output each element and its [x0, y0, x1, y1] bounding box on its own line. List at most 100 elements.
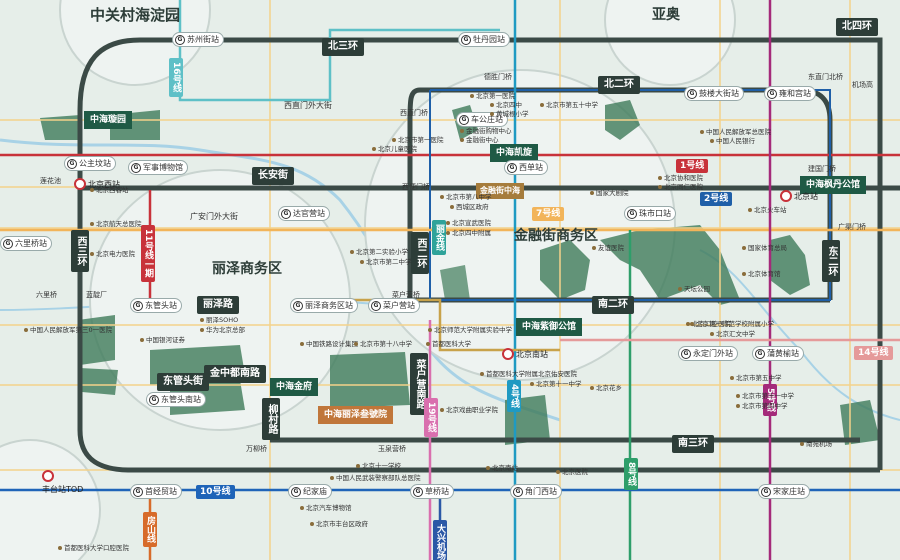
poi: 首都医科大学 — [426, 340, 471, 348]
rail-station-beijingxi: 北京西站 — [74, 178, 120, 190]
poi: 友谊医院 — [592, 244, 624, 252]
zone-yaao: 亚奥 — [652, 7, 680, 23]
line-16: 16号线 — [169, 58, 183, 97]
poi: 北京十一学校 — [356, 462, 401, 470]
project-jinyuan: 中海金府 — [270, 378, 319, 396]
poi: 北京市丰台区政府 — [310, 520, 368, 528]
poi: 北京医院 — [556, 468, 588, 476]
project-ziyu: 中海紫御公馆 — [516, 318, 583, 336]
poi: 丽泽SOHO — [200, 316, 238, 324]
poi: 北京第一医院 — [470, 92, 515, 100]
place-xizhimenwai: 西直门外大街 — [284, 101, 332, 110]
poi: 北京体育馆 — [742, 270, 781, 278]
poi: 北京市第一医院 — [392, 136, 444, 144]
line-7: 7号线 — [532, 207, 565, 221]
poi: 北京师范大学附属实验中学 — [428, 326, 512, 334]
poi: 北京电力医院 — [90, 250, 135, 258]
road-north4: 北四环 — [836, 18, 878, 36]
poi: 北京花乡 — [590, 384, 622, 392]
poi: 北京汇文中学 — [710, 330, 755, 338]
poi: 北京市第二中学 — [360, 258, 412, 266]
poi: 北京西客站 — [90, 186, 129, 194]
poi: 中国铁路设计集团 — [300, 340, 358, 348]
line-8: 8号线 — [624, 458, 638, 491]
place-dongzhimenqiao: 东直门北桥 — [808, 73, 843, 81]
place-guangqumenqiao: 广渠门桥 — [838, 223, 866, 231]
poi: 北京协和医院 — [658, 174, 703, 182]
poi: 华为北京总部 — [200, 326, 245, 334]
poi: 黄城根小学 — [490, 110, 529, 118]
zone-jinrongjie: 金融街商务区 — [514, 228, 598, 244]
place-wanliuqiao: 万柳桥 — [246, 445, 267, 453]
poi: 北京南站 — [486, 464, 518, 472]
poi: 天坛公园 — [678, 285, 710, 293]
poi: 国家体育总局 — [742, 244, 787, 252]
poi: 北京戏曲职业学院 — [440, 406, 498, 414]
place-xibianmenqiao: 西便门桥 — [402, 183, 430, 191]
poi: 西城区政府 — [450, 203, 489, 211]
road-east2: 东二环 — [822, 240, 840, 282]
poi: 首都医科大学附属北京佑安医院 — [480, 370, 577, 378]
poi: 北京宣武医院 — [446, 219, 491, 227]
poi: 中国人民解放军总医院 — [700, 128, 771, 136]
poi: 北京同仁医院 — [658, 183, 703, 191]
zone-lize: 丽泽商务区 — [212, 261, 282, 277]
line-2: 2号线 — [700, 192, 733, 206]
line-11: 11号线一期 — [141, 225, 155, 282]
poi: 北京市第五中学 — [730, 374, 782, 382]
poi: 北京航天总医院 — [90, 220, 142, 228]
project-kaixuan: 中海凯旋 — [490, 144, 539, 162]
poi: 北京市第四中学 — [736, 402, 788, 410]
place-jianguomenqiao: 建国门桥 — [808, 165, 836, 173]
road-north3: 北三环 — [322, 38, 364, 56]
place-yuquanying: 玉泉营桥 — [378, 445, 406, 453]
road-dongguantou: 东管头街 — [157, 373, 209, 391]
place-guanganmennei: 广安门外大街 — [190, 212, 238, 221]
poi: 北京第二实验小学 — [350, 248, 408, 256]
line-4: 4号线 — [507, 380, 521, 413]
line-fangshan: 房山线 — [143, 512, 157, 547]
rail-station-beijing: 北京站 — [780, 190, 818, 202]
road-jinzhongdu: 金中都南路 — [204, 365, 266, 383]
poi: 北京市第五十中学 — [540, 101, 598, 109]
zone-zhongguancun: 中关村海淀园 — [90, 6, 181, 24]
road-north2: 北二环 — [598, 76, 640, 94]
project-fengdan: 中海枫丹公馆 — [800, 176, 867, 194]
poi: 中国人民银行 — [710, 137, 755, 145]
road-south3: 南三环 — [672, 435, 714, 453]
line-daxing: 大兴机场线 — [433, 520, 447, 560]
poi: 中国人民武装警察部队总医院 — [330, 474, 421, 482]
place-caihuyingqiao: 菜户营桥 — [392, 291, 420, 299]
place-landianchang: 蓝靛厂 — [86, 291, 107, 299]
poi: 北京市第八中学 — [440, 193, 492, 201]
line-1: 1号线 — [676, 159, 709, 173]
poi: 北京火车站 — [748, 206, 787, 214]
poi: 北京第十一中学 — [530, 380, 582, 388]
road-west2: 西二环 — [411, 232, 429, 274]
poi: 金融街中心 — [460, 136, 499, 144]
line-lijin: 丽金线 — [432, 220, 446, 255]
place-deshengmenqiao: 德胜门桥 — [484, 73, 512, 81]
line-14: 14号线 — [854, 346, 893, 360]
poi: 北京市第十一中学 — [736, 392, 794, 400]
road-changanjie: 长安街 — [252, 167, 294, 185]
